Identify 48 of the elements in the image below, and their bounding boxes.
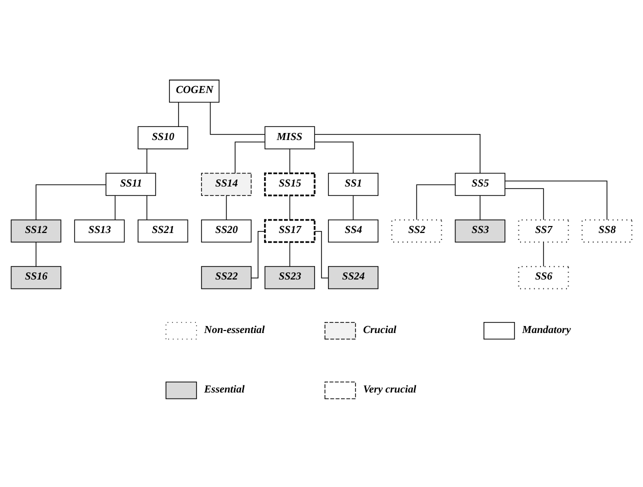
connector — [146, 148, 148, 174]
node-box: SS5 — [454, 172, 506, 196]
legend-label: Crucial — [363, 323, 396, 336]
legend-label: Very crucial — [363, 382, 416, 395]
connector — [543, 241, 544, 266]
connector — [416, 184, 456, 220]
node-box: MISS — [264, 126, 315, 149]
connector — [314, 133, 480, 174]
node-box: SS11 — [106, 172, 156, 196]
node-box: SS23 — [264, 266, 315, 289]
connector — [234, 141, 266, 174]
connector — [210, 101, 266, 134]
connector — [178, 102, 179, 126]
node-box: SS16 — [10, 266, 62, 289]
node-box: SS21 — [138, 219, 188, 242]
connector — [289, 241, 290, 266]
connector — [314, 230, 329, 278]
connector — [226, 194, 227, 220]
connector — [146, 194, 148, 220]
node-box: SS12 — [10, 219, 62, 242]
connector — [314, 141, 354, 174]
node-box: SS7 — [518, 218, 569, 242]
connector — [114, 194, 116, 220]
connector — [289, 194, 290, 220]
node-box: SS2 — [391, 218, 442, 242]
legend-label: Essential — [204, 382, 245, 395]
connector — [352, 194, 354, 220]
node-box: SS13 — [74, 219, 125, 242]
node-box: SS14 — [201, 172, 252, 196]
node-box: SS17 — [264, 218, 316, 242]
node-box: SS10 — [138, 126, 188, 149]
connector — [504, 188, 544, 220]
connector — [250, 230, 266, 278]
legend-label: Non-essential — [204, 323, 265, 336]
node-box: SS1 — [328, 172, 378, 196]
node-box: SS24 — [328, 266, 378, 289]
node-box: SS3 — [454, 219, 506, 242]
connector — [289, 148, 290, 174]
node-box: SS15 — [264, 172, 316, 196]
node-box: SS4 — [328, 219, 378, 242]
node-box: SS20 — [201, 219, 252, 242]
node-box: SS22 — [201, 266, 252, 289]
node-box: SS8 — [582, 218, 632, 242]
connector — [36, 184, 106, 220]
connector — [504, 180, 608, 220]
legend-label: Mandatory — [522, 323, 571, 336]
node-box: COGEN — [169, 79, 220, 102]
node-box: SS6 — [518, 265, 569, 289]
